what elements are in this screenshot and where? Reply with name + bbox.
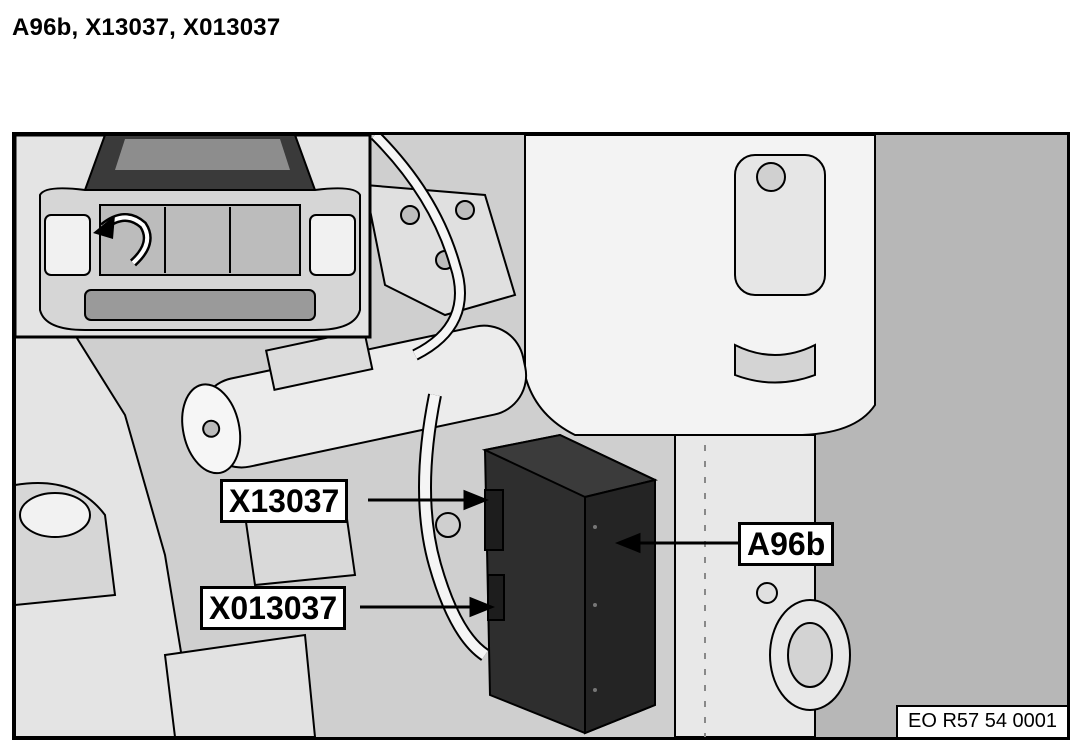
rotate-arrow-icon: [93, 213, 152, 267]
page-title: A96b, X13037, X013037: [12, 14, 281, 41]
leader-arrow-x013037: [360, 596, 496, 618]
component-location-figure: X13037 X013037 A96b EO R57 54 0001: [12, 132, 1070, 740]
inset-panel: [15, 135, 372, 339]
control-module-a96b: [481, 433, 658, 735]
motor: [181, 324, 528, 475]
connector-x13037: [484, 489, 504, 551]
leader-arrow-x13037: [368, 489, 490, 511]
callout-x13037: X13037: [220, 479, 349, 523]
figure-code: EO R57 54 0001: [896, 705, 1067, 737]
illustration: [15, 135, 1067, 737]
callout-a96b: A96b: [738, 522, 835, 566]
callout-x013037: X013037: [200, 586, 347, 630]
leader-arrow-a96b: [614, 532, 738, 554]
connector-x013037: [487, 574, 505, 621]
